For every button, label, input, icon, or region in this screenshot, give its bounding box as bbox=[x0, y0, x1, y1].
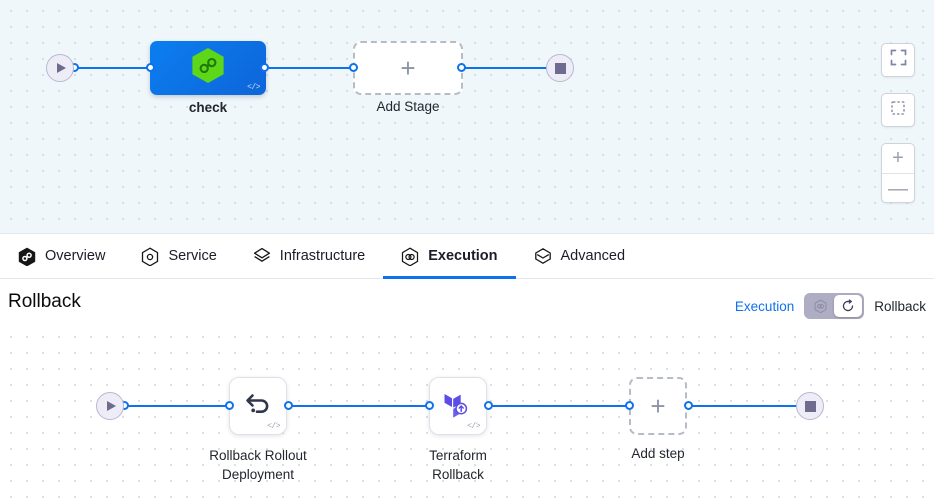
fit-to-screen-icon bbox=[890, 49, 907, 71]
rollback-header: Rollback Execution Rollback bbox=[0, 278, 934, 326]
tab-service[interactable]: Service bbox=[123, 234, 234, 279]
selection-box-button[interactable] bbox=[881, 93, 915, 127]
toggle-label-rollback[interactable]: Rollback bbox=[874, 298, 926, 314]
execution-hexagon-icon bbox=[401, 246, 419, 266]
rollback-canvas[interactable]: </> Rollback Rollout Deployment bbox=[0, 326, 934, 500]
add-step-label: Add step bbox=[631, 446, 685, 461]
plus-icon: + bbox=[400, 53, 416, 83]
play-icon bbox=[107, 401, 116, 411]
zoom-in-button[interactable]: + bbox=[882, 144, 914, 174]
edge-check-to-add-stage bbox=[264, 67, 354, 69]
code-icon: </> bbox=[247, 83, 260, 92]
code-icon: </> bbox=[467, 422, 480, 431]
execution-rollback-toggle[interactable] bbox=[804, 293, 865, 319]
port-step1-in[interactable] bbox=[225, 401, 234, 410]
stage-canvas[interactable]: </> check + Add Stage bbox=[0, 0, 934, 233]
toggle-segment-execution[interactable] bbox=[806, 295, 834, 317]
port-add-stage-out[interactable] bbox=[457, 63, 466, 72]
tab-label: Overview bbox=[45, 248, 106, 264]
add-stage-label: Add Stage bbox=[376, 99, 440, 114]
step-rollback-rollout-deployment-label: Rollback Rollout Deployment bbox=[209, 448, 307, 482]
pipeline-start-node[interactable] bbox=[46, 54, 74, 82]
execution-rollback-toggle-group: Execution Rollback bbox=[735, 293, 926, 319]
tab-overview[interactable]: Overview bbox=[0, 234, 123, 279]
toggle-segment-rollback[interactable] bbox=[834, 295, 863, 317]
stage-check[interactable]: </> bbox=[150, 41, 266, 95]
fit-to-screen-button[interactable] bbox=[881, 43, 915, 77]
edge-add-stage-to-stop bbox=[461, 67, 561, 69]
play-icon bbox=[57, 63, 66, 73]
tab-label: Execution bbox=[428, 248, 498, 264]
port-check-in[interactable] bbox=[146, 63, 155, 72]
stop-square-icon bbox=[554, 62, 566, 74]
service-hexagon-icon bbox=[141, 246, 159, 266]
tab-label: Advanced bbox=[560, 248, 626, 264]
tab-label: Service bbox=[168, 248, 217, 264]
add-step-button[interactable]: + bbox=[629, 377, 687, 435]
rollback-arrow-icon bbox=[243, 390, 273, 423]
edge-add-step-to-stop bbox=[688, 405, 808, 407]
stage-tabs: Overview Service Infrastructure bbox=[0, 233, 934, 279]
terraform-icon bbox=[442, 389, 474, 424]
edge-start-to-check bbox=[74, 67, 154, 69]
add-stage-button[interactable]: + bbox=[353, 41, 463, 95]
tab-execution[interactable]: Execution bbox=[383, 234, 516, 279]
port-step2-in[interactable] bbox=[425, 401, 434, 410]
step-terraform-rollback[interactable]: </> bbox=[429, 377, 487, 435]
edge-start-to-step1 bbox=[124, 405, 230, 407]
step-terraform-rollback-label: Terraform Rollback bbox=[429, 448, 487, 482]
edge-step2-to-add-step bbox=[488, 405, 632, 407]
port-add-step-out[interactable] bbox=[684, 401, 693, 410]
rollback-stop-node[interactable] bbox=[796, 392, 824, 420]
port-add-step-in[interactable] bbox=[625, 401, 634, 410]
page-title: Rollback bbox=[8, 291, 81, 312]
step-rollback-rollout-deployment[interactable]: </> bbox=[229, 377, 287, 435]
port-add-stage-in[interactable] bbox=[349, 63, 358, 72]
code-icon: </> bbox=[267, 422, 280, 431]
rollback-start-node[interactable] bbox=[96, 392, 124, 420]
pipeline-stop-node[interactable] bbox=[546, 54, 574, 82]
zoom-controls[interactable]: + — bbox=[881, 143, 915, 203]
edge-step1-to-step2 bbox=[290, 405, 432, 407]
harness-hexagon-icon bbox=[18, 247, 36, 266]
port-step1-out[interactable] bbox=[284, 401, 293, 410]
tab-label: Infrastructure bbox=[279, 248, 366, 264]
zoom-out-button[interactable]: — bbox=[888, 177, 908, 200]
stage-check-label: check bbox=[188, 100, 228, 115]
toggle-label-execution[interactable]: Execution bbox=[734, 298, 795, 314]
harness-hexagon-icon bbox=[191, 47, 225, 89]
port-step2-out[interactable] bbox=[484, 401, 493, 410]
tab-advanced[interactable]: Advanced bbox=[516, 234, 644, 279]
selection-box-icon bbox=[890, 100, 906, 121]
tab-infrastructure[interactable]: Infrastructure bbox=[235, 234, 383, 279]
port-check-out[interactable] bbox=[260, 63, 269, 72]
infrastructure-layers-icon bbox=[253, 247, 271, 265]
plus-icon: + bbox=[650, 391, 666, 421]
stop-square-icon bbox=[804, 400, 816, 412]
advanced-layers-icon bbox=[534, 247, 552, 265]
